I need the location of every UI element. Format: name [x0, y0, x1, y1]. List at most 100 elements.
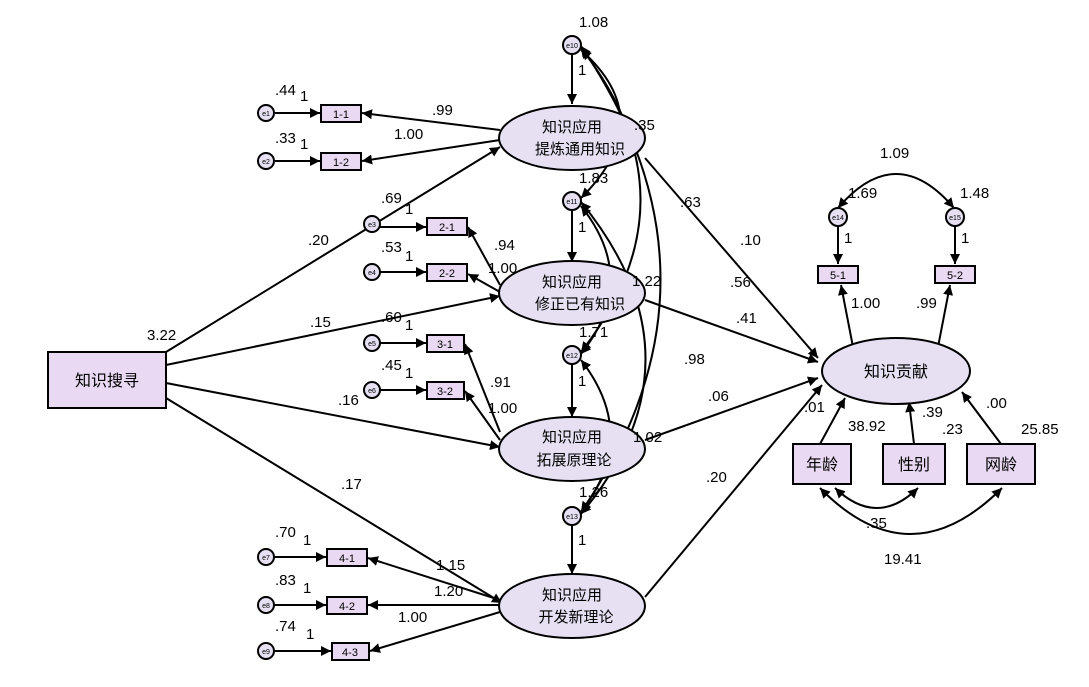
- error-label-e10: e10: [566, 43, 578, 50]
- est-path-search-app4: .17: [341, 476, 362, 493]
- indicator-box-4-1: [326, 548, 368, 567]
- app1-label-line1: 知识应用: [542, 118, 602, 136]
- fixed-e8: 1: [303, 580, 311, 597]
- est-cov-age-gender: .35: [866, 515, 887, 532]
- age-node: [792, 443, 852, 485]
- cov-e14-e15: [837, 173, 955, 209]
- est-loading-3-2: 1.00: [488, 400, 517, 417]
- path-gender-contribute: [905, 401, 916, 445]
- app4-label-line2: 开发新理论: [538, 608, 613, 626]
- est-gender-var: .23: [942, 421, 963, 438]
- path-netage-contribute: [961, 391, 1002, 445]
- fixed-e6: 1: [405, 365, 413, 382]
- contribute-oval: [821, 337, 971, 405]
- est-loading-2-2: 1.00: [488, 260, 517, 277]
- netage-node: [966, 443, 1036, 485]
- error-circle-e12: [562, 345, 582, 365]
- error-label-e6: e6: [368, 388, 376, 395]
- est-loading-4-3: 1.00: [398, 609, 427, 626]
- indicator-label-4-2: 4-2: [339, 601, 355, 613]
- contribute-label: 知识贡献: [864, 362, 928, 381]
- indicator-label-3-1: 3-1: [437, 339, 453, 351]
- fixed-e12: 1: [578, 373, 586, 390]
- error-circle-e3: [363, 215, 381, 233]
- est-path-age-contribute: .01: [804, 399, 825, 416]
- est-cov-e11-e13: .98: [684, 351, 705, 368]
- indicator-box-3-2: [426, 381, 465, 400]
- est-path-search-app2: .15: [310, 314, 331, 331]
- est-e7-var: .70: [275, 524, 296, 541]
- app1-label-line2: 提炼通用知识: [535, 140, 625, 158]
- indicator-label-1-2: 1-2: [333, 157, 349, 169]
- fixed-e1: 1: [300, 88, 308, 105]
- fixed-e13: 1: [578, 532, 586, 549]
- error-label-e9: e9: [262, 649, 270, 656]
- fixed-e15: 1: [961, 230, 969, 247]
- fixed-e14: 1: [844, 230, 852, 247]
- indicator-box-4-3: [331, 642, 370, 661]
- error-circle-e10: [562, 35, 582, 55]
- app3-label-line2: 拓展原理论: [536, 451, 611, 469]
- fixed-e3: 1: [405, 201, 413, 218]
- error-circle-e8: [257, 596, 275, 614]
- fixed-e7: 1: [303, 532, 311, 549]
- indicator-label-4-3: 4-3: [342, 647, 358, 659]
- fixed-e5: 1: [405, 317, 413, 334]
- est-cov-e14-e15: 1.09: [880, 145, 909, 162]
- est-loading-1-2: 1.00: [394, 126, 423, 143]
- indicator-label-5-2: 5-2: [947, 270, 963, 282]
- cov-age-gender: [834, 487, 919, 509]
- gender-node: [882, 443, 946, 485]
- loading-app1-1-1: [361, 109, 501, 131]
- est-e11-var: 1.83: [579, 170, 608, 187]
- error-label-e14: e14: [832, 215, 844, 222]
- est-cov-e11-e12: 1.22: [632, 273, 661, 290]
- error-circle-e15: [945, 207, 965, 227]
- indicator-box-1-2: [320, 152, 362, 171]
- est-cov-e10-e11: .35: [634, 117, 655, 134]
- est-path-search-app3: .16: [338, 392, 359, 409]
- est-e10-var: 1.08: [579, 14, 608, 31]
- est-loading-5-1: 1.00: [851, 295, 880, 312]
- est-e9-var: .74: [275, 618, 296, 635]
- indicator-box-5-2: [934, 265, 976, 284]
- indicator-label-3-2: 3-2: [437, 386, 453, 398]
- error-circle-e4: [363, 263, 381, 281]
- loading-app1-1-2: [361, 139, 501, 165]
- app3-label-line1: 知识应用: [542, 428, 602, 446]
- loading-app2-2-1: [467, 226, 501, 286]
- est-e15-var: 1.48: [960, 185, 989, 202]
- error-label-e8: e8: [262, 603, 270, 610]
- est-path-search-app1: .20: [308, 232, 329, 249]
- est-path-netage-contribute: .00: [986, 395, 1007, 412]
- cov-age-netage: [819, 487, 1003, 535]
- loading-contribute-5-1: [837, 284, 854, 348]
- path-search-app1: [165, 146, 501, 353]
- error-label-e1: e1: [262, 111, 270, 118]
- path-search-app3: [165, 382, 501, 451]
- indicator-box-5-1: [817, 265, 859, 284]
- error-circle-e5: [363, 334, 381, 352]
- estimate-labels: 3.22 .20 .15 .16 .17 .10 .41 .06 .20 .99…: [147, 14, 1059, 643]
- est-loading-1-1: .99: [432, 102, 453, 119]
- path-search-app4: [165, 397, 503, 604]
- est-path-app3-contribute: .06: [708, 388, 729, 405]
- fixed-e9: 1: [306, 626, 314, 643]
- est-netage-var: 25.85: [1021, 421, 1059, 438]
- error-label-e5: e5: [368, 341, 376, 348]
- error-circle-e9: [257, 642, 275, 660]
- path-search-app2: [165, 293, 501, 366]
- gender-label: 性别: [898, 455, 930, 474]
- est-path-app2-contribute: .41: [736, 310, 757, 327]
- est-cov-age-netage: 19.41: [884, 551, 922, 568]
- est-loading-2-1: .94: [494, 237, 515, 254]
- error-label-e3: e3: [368, 222, 376, 229]
- path-app4-contribute: [644, 384, 823, 598]
- error-circle-e7: [257, 548, 275, 566]
- node-labels: 知识搜寻 知识应用 提炼通用知识 知识应用 修正已有知识 知识应用 拓展原理论 …: [75, 43, 1017, 659]
- error-label-e12: e12: [566, 353, 578, 360]
- path-app1-contribute: [644, 157, 819, 359]
- est-e4-var: .53: [381, 239, 402, 256]
- est-search-var: 3.22: [147, 327, 176, 344]
- app2-label-line1: 知识应用: [542, 273, 602, 291]
